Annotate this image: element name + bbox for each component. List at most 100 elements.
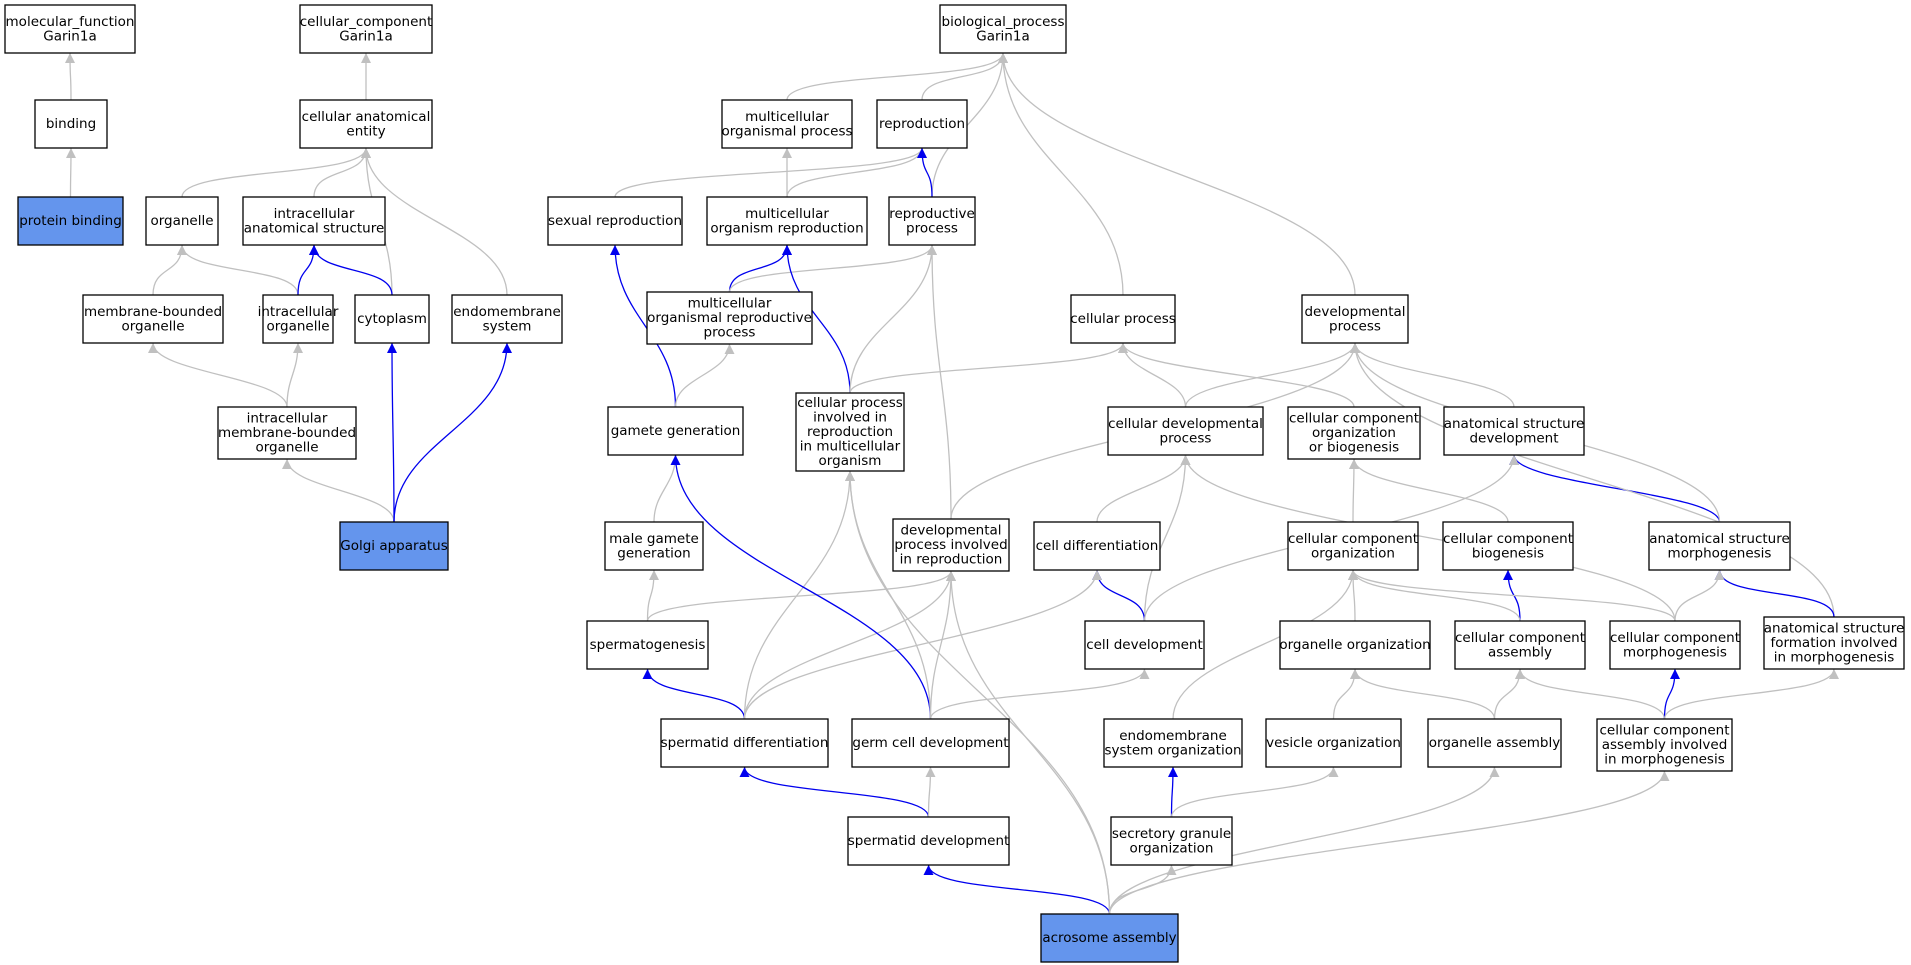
edge-is_a-multicellular-organism-reproduction-to-reproduction	[786, 147, 927, 198]
edge-path	[309, 244, 393, 296]
node-label-line: cellular component	[1610, 630, 1740, 646]
node-label-line: cellular component	[1599, 723, 1729, 739]
edge-is_a-endomembrane-system-organization-to-cellular-component-organization	[1172, 569, 1358, 720]
node-label-line: male gamete	[609, 531, 699, 547]
edge-is_a-sexual-reproduction-to-reproduction	[614, 147, 927, 198]
edge-path	[642, 668, 746, 720]
node-box	[82, 294, 224, 344]
edge-path	[1350, 668, 1496, 720]
edge-part_of-germ-cell-development-to-gamete-generation	[670, 454, 932, 720]
edge-is_a-cellular-component-morphogenesis-to-cellular-developmental-process	[1180, 454, 1676, 622]
node-box	[1040, 913, 1179, 963]
edge-path	[1143, 454, 1191, 622]
golgi-apparatus-node[interactable]: Golgi apparatus	[339, 521, 449, 571]
node-box	[354, 294, 430, 344]
vesicle-organization-node[interactable]: vesicle organization	[1265, 718, 1402, 768]
organelle-node[interactable]: organelle	[145, 196, 219, 246]
cell-differentiation-node[interactable]: cell differentiation	[1033, 521, 1161, 571]
edge-is_a-organelle-assembly-to-cellular-component-assembly	[1493, 668, 1525, 720]
node-box	[217, 406, 357, 460]
edge-path	[917, 147, 933, 198]
node-label-line: organismal reproductive	[647, 310, 812, 326]
cytoplasm-node[interactable]: cytoplasm	[354, 294, 430, 344]
edge-is_a-cellular-component-assembly-to-cellular-component-organization	[1348, 569, 1521, 622]
edge-path	[148, 342, 288, 408]
organelle-assembly-node[interactable]: organelle assembly	[1427, 718, 1562, 768]
node-label-line: spermatid differentiation	[661, 735, 829, 751]
reproduction-node[interactable]: reproduction	[876, 99, 968, 149]
edge-path	[1714, 569, 1835, 618]
node-label-line: multicellular	[745, 206, 829, 222]
edge-path	[728, 244, 937, 293]
node-label-line: process involved	[894, 537, 1007, 553]
edge-is_a-developmental-process-to-biological-process-garin1a	[998, 52, 1356, 296]
node-label-line: cell development	[1086, 637, 1203, 653]
binding-node[interactable]: binding	[34, 99, 108, 149]
edge-path	[1674, 569, 1725, 622]
spermatid-differentiation-node[interactable]: spermatid differentiation	[660, 718, 829, 768]
node-label-line: assembly	[1488, 644, 1552, 660]
node-box	[1033, 521, 1161, 571]
node-box	[262, 294, 334, 344]
cell-development-node[interactable]: cell development	[1084, 620, 1205, 670]
organelle-organization-node[interactable]: organelle organization	[1279, 620, 1431, 670]
node-label-line: endomembrane	[1119, 728, 1227, 744]
gamete-generation-node[interactable]: gamete generation	[607, 406, 744, 456]
spermatogenesis-node[interactable]: spermatogenesis	[586, 620, 709, 670]
node-label-line: assembly involved	[1602, 737, 1728, 753]
edge-is_a-multicellular-organismal-process-to-biological-process-garin1a	[786, 52, 1008, 101]
edge-path	[1350, 342, 1835, 618]
node-box	[1427, 718, 1562, 768]
spermatid-development-node[interactable]: spermatid development	[847, 816, 1010, 866]
edge-part_of-intracellular-organelle-to-intracellular-anatomical-structure	[297, 244, 319, 296]
node-box	[1107, 406, 1264, 456]
node-box	[339, 521, 449, 571]
edge-path	[282, 458, 395, 523]
germ-cell-development-node[interactable]: germ cell development	[851, 718, 1010, 768]
node-box	[851, 718, 1010, 768]
edge-path	[646, 570, 956, 622]
node-box	[1454, 620, 1586, 670]
node-label-line: system organization	[1104, 742, 1241, 758]
acrosome-assembly-node[interactable]: acrosome assembly	[1040, 913, 1179, 963]
sexual-reproduction-node[interactable]: sexual reproduction	[547, 196, 683, 246]
edge-is_a-intracellular-organelle-to-organelle	[177, 244, 299, 296]
node-box	[547, 196, 683, 246]
edge-part_of-spermatid-development-to-spermatid-differentiation	[739, 766, 930, 818]
protein-binding-node[interactable]: protein binding	[17, 196, 124, 246]
cellular-process-node[interactable]: cellular process	[1070, 294, 1176, 344]
node-label-line: cellular anatomical	[302, 109, 431, 125]
node-box	[1110, 816, 1233, 866]
edge-is_a-anatomical-structure-development-to-developmental-process	[1350, 342, 1515, 408]
